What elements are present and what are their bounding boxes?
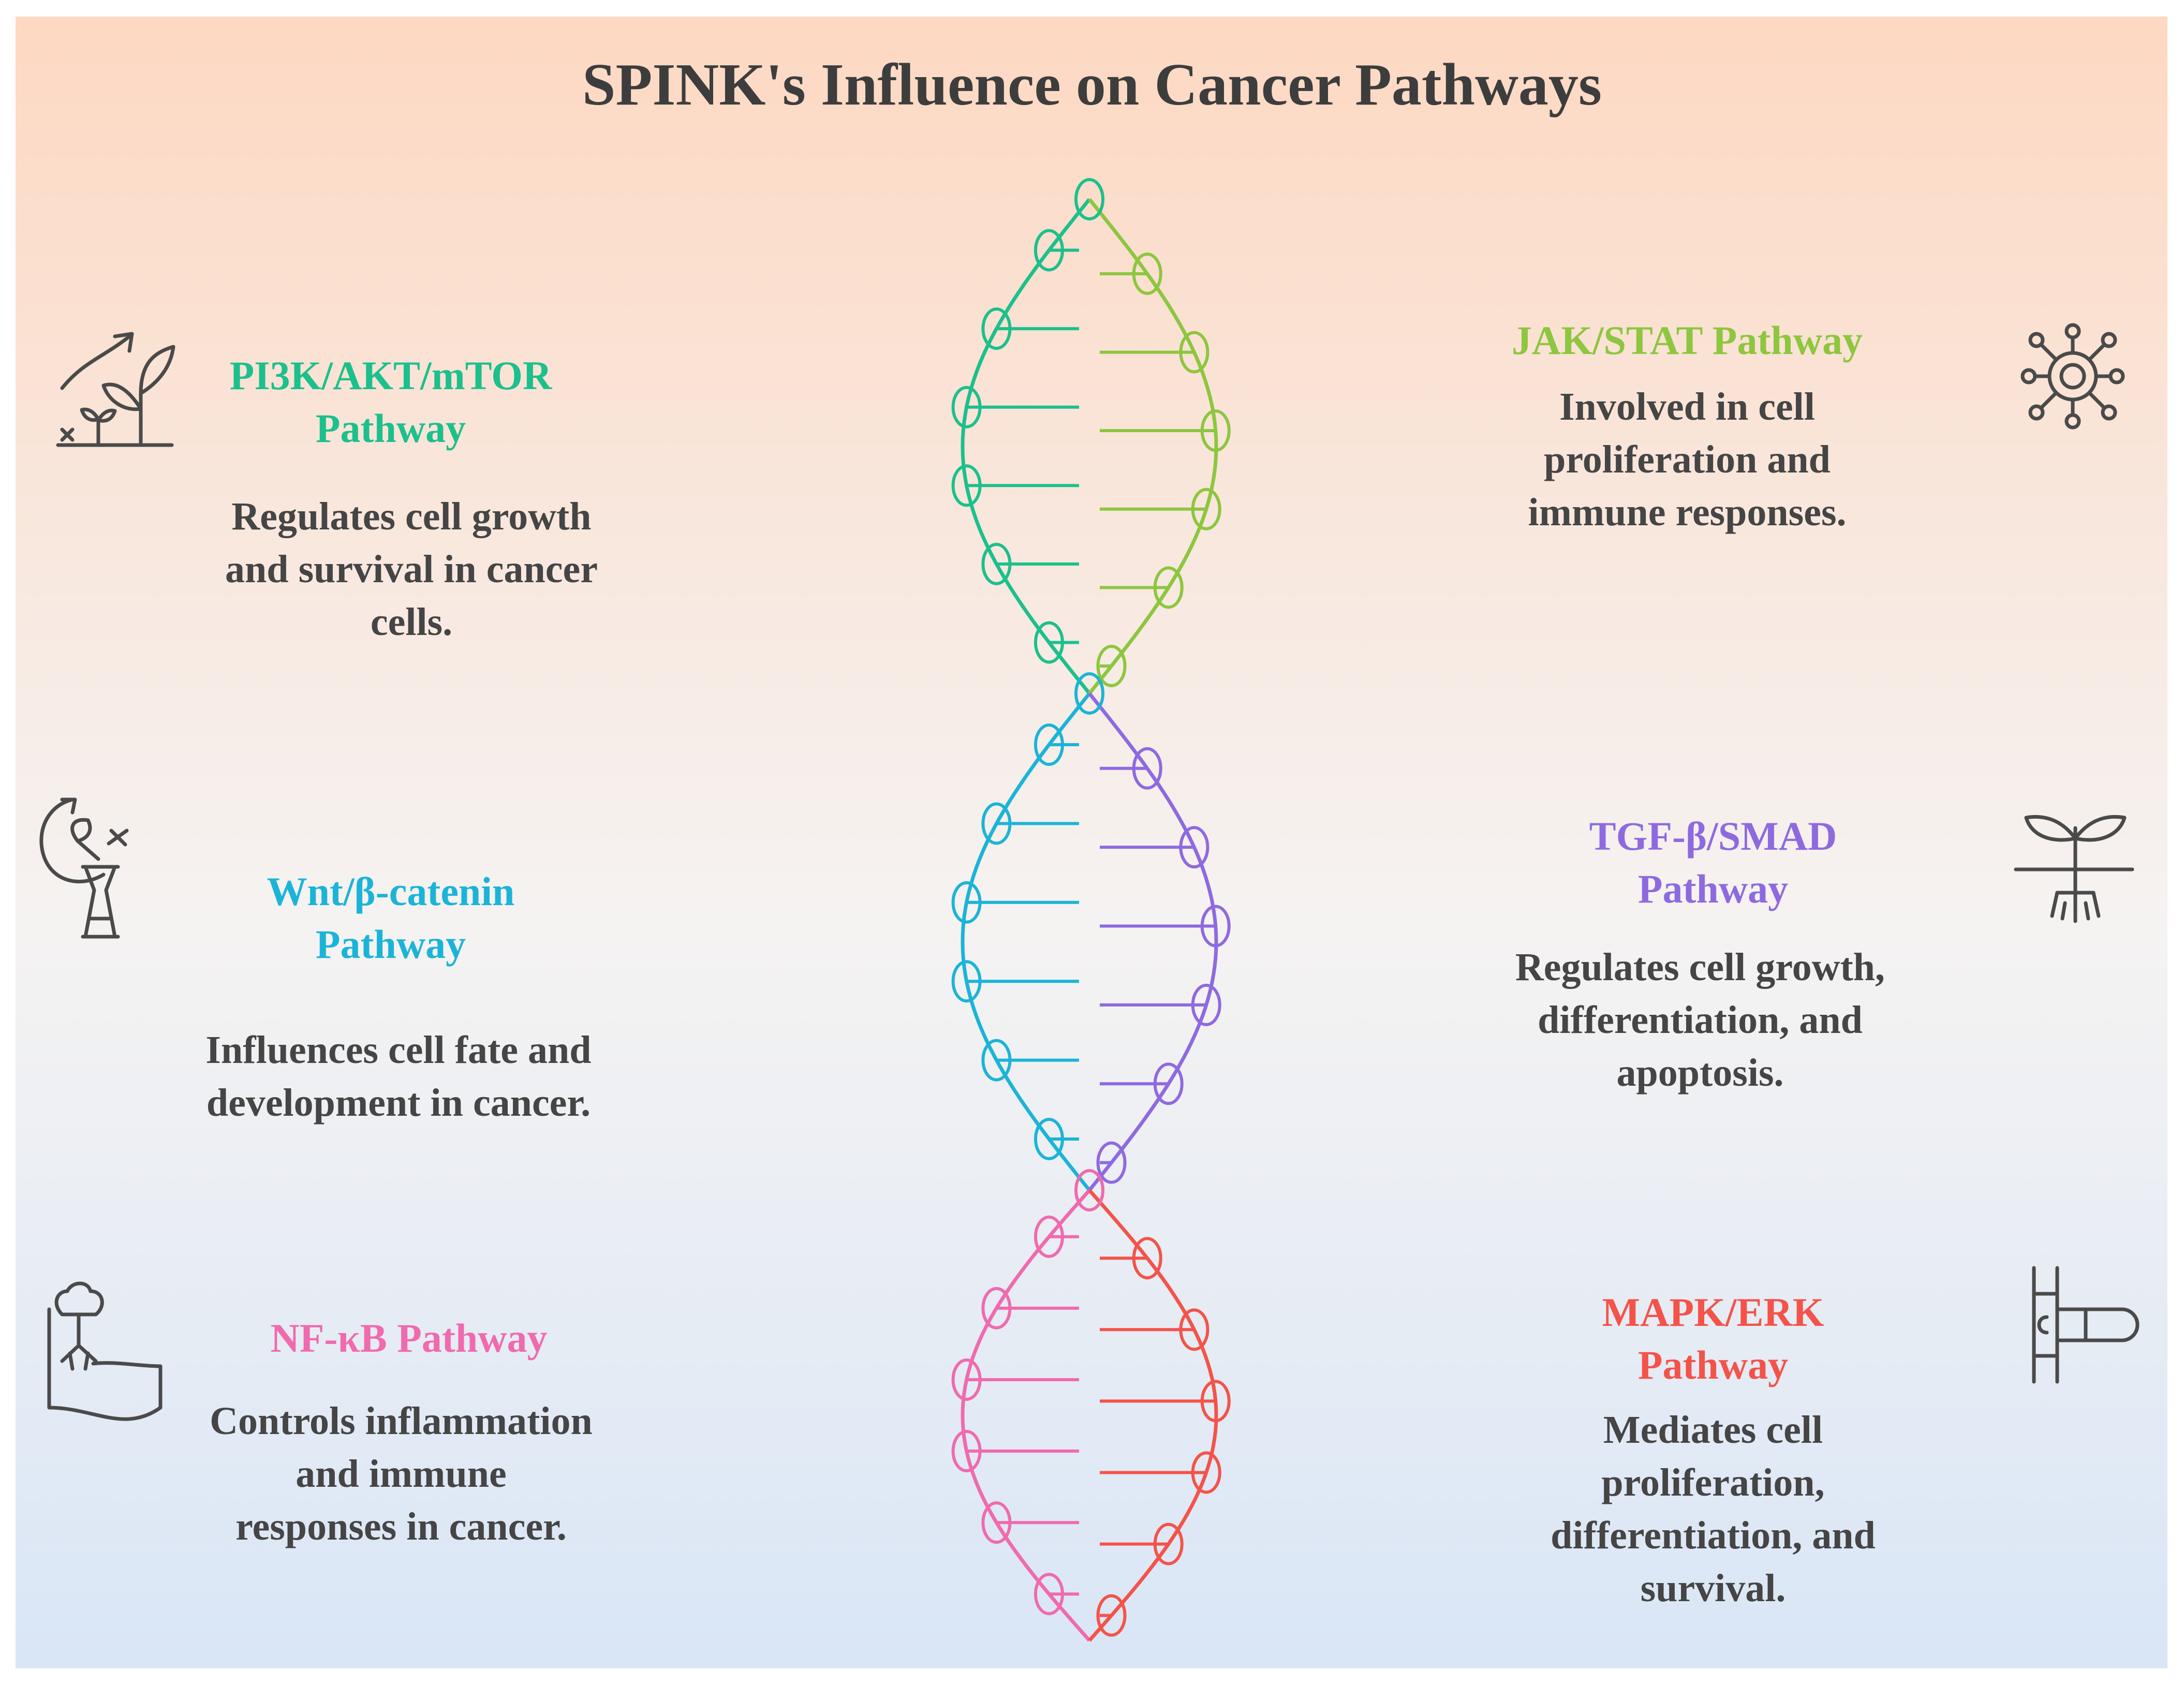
helix-node-middle-right (1132, 747, 1162, 790)
pathway-desc-wnt: Influences cell fate and development in … (205, 1028, 592, 1125)
helix-node-bottom-left (981, 1501, 1012, 1544)
helix-node-top-right (1096, 644, 1127, 687)
helix-node-top-left (981, 542, 1012, 585)
plant-growth-chart-icon (56, 332, 175, 447)
helix-node-bottom-right (1153, 1523, 1184, 1565)
pathway-desc-mapk: Mediates cell proliferation, differentia… (1551, 1408, 1876, 1610)
cell-network-icon (2020, 323, 2125, 430)
helix-strand-bottom-left (961, 1189, 1091, 1642)
helix-node-top-right (1153, 566, 1184, 609)
hand-tree-icon (47, 1281, 163, 1421)
pathway-title-jakstat: JAK/STAT Pathway (1511, 318, 1863, 363)
pathway-desc-pi3k: Regulates cell growth and survival in ca… (225, 495, 598, 644)
helix-node-middle-cross (1074, 672, 1104, 715)
pathway-title-nfkb: NF-κB Pathway (270, 1316, 548, 1361)
helix-node-top-left (951, 386, 982, 428)
helix-strand-middle-left (961, 692, 1091, 1192)
helix-node-middle-right (1200, 905, 1231, 948)
helix-node-middle-left (981, 802, 1012, 845)
pathway-desc-jakstat: Involved in cell proliferation and immun… (1528, 385, 1847, 534)
pathway-desc-nfkb: Controls inflammation and immune respons… (210, 1399, 593, 1548)
pathway-title-tgf: TGF-β/SMAD Pathway (1589, 814, 1837, 911)
helix-node-top-right (1191, 487, 1221, 530)
capsule-pipe-icon (2032, 1266, 2139, 1384)
helix-node-top-left (1034, 229, 1064, 272)
helix-node-middle-left (1034, 723, 1064, 766)
helix-strand-bottom-right (1088, 1189, 1218, 1642)
pathway-title-wnt: Wnt/β-catenin Pathway (267, 869, 515, 967)
helix-node-bottom-right (1200, 1380, 1231, 1423)
pathway-title-mapk: MAPK/ERK Pathway (1602, 1290, 1824, 1387)
helix-node-middle-left (981, 1039, 1012, 1082)
life-cycle-hourglass-icon (39, 797, 129, 939)
pathway-desc-tgf: Regulates cell growth, differentiation, … (1515, 945, 1885, 1095)
helix-node-bottom-left (1034, 1215, 1064, 1258)
background-panel (16, 17, 2167, 1668)
helix-node-bottom-left (1034, 1573, 1064, 1616)
helix-node-top-left (981, 307, 1012, 350)
helix-node-bottom-right (1179, 1308, 1209, 1351)
sprout-roots-icon (2014, 815, 2134, 923)
helix-node-middle-left (951, 881, 982, 924)
helix-node-middle-right (1153, 1062, 1184, 1105)
helix-node-top-right (1179, 331, 1209, 374)
helix-node-top-left (951, 464, 982, 507)
dna-helix (951, 178, 1231, 1642)
helix-strand-middle-right (1088, 692, 1218, 1192)
helix-node-bottom-right (1132, 1237, 1162, 1280)
helix-node-bottom-right (1096, 1594, 1127, 1637)
helix-node-bottom-right (1191, 1451, 1221, 1494)
helix-node-middle-right (1179, 826, 1209, 869)
helix-node-top-left (1034, 621, 1064, 664)
helix-node-bottom-cross (1074, 1169, 1104, 1211)
helix-node-top-right (1132, 253, 1162, 295)
helix-node-middle-right (1191, 983, 1221, 1026)
helix-node-middle-left (1034, 1117, 1064, 1160)
helix-strand-top-left (961, 198, 1091, 695)
pathway-title-pi3k: PI3K/AKT/mTOR Pathway (229, 353, 552, 451)
helix-node-middle-right (1096, 1141, 1127, 1184)
helix-node-top-cross (1074, 178, 1104, 220)
helix-strand-top-right (1088, 198, 1218, 695)
helix-node-bottom-left (981, 1287, 1012, 1329)
page-title: SPINK's Influence on Cancer Pathways (582, 52, 1602, 118)
helix-node-bottom-left (951, 1358, 982, 1401)
helix-node-top-right (1200, 409, 1231, 452)
helix-node-middle-left (951, 960, 982, 1003)
helix-node-bottom-left (951, 1430, 982, 1473)
